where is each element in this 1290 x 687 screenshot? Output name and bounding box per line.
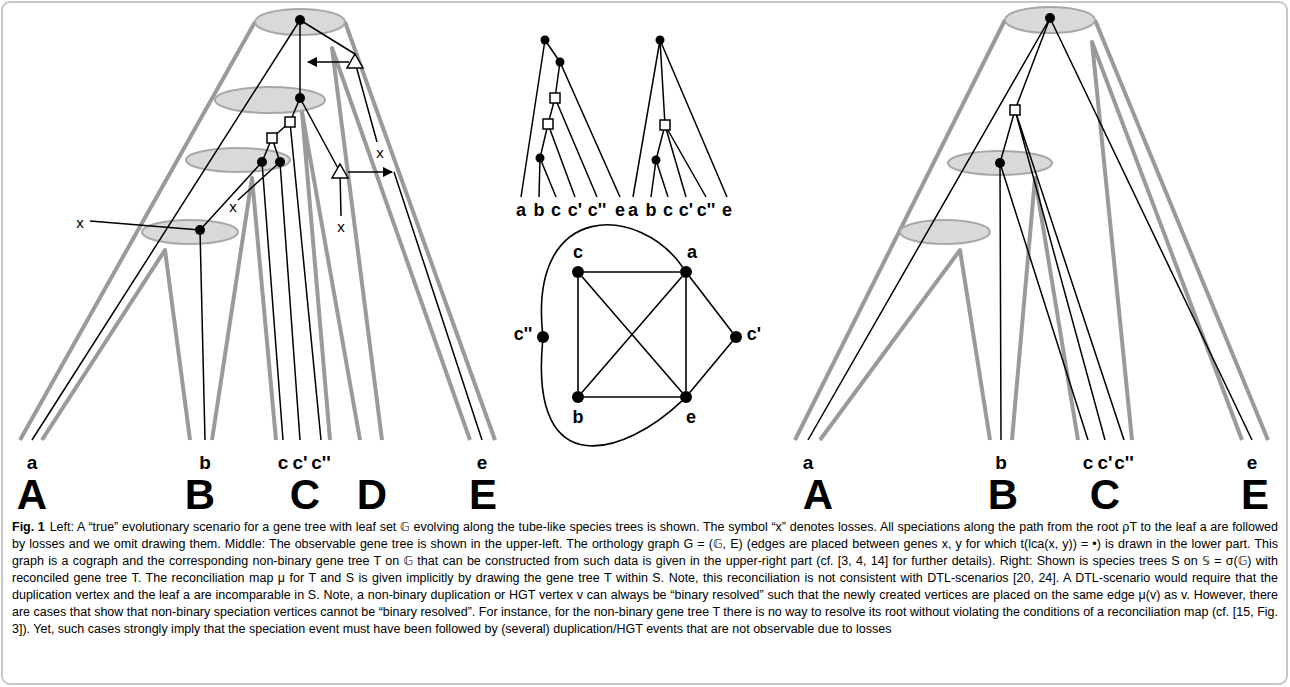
gene-label: c xyxy=(663,201,673,219)
gene-tree-branch xyxy=(633,40,727,197)
gene-label: c'' xyxy=(311,453,331,472)
orthology-edge xyxy=(690,342,732,393)
gene-label: c xyxy=(278,453,289,472)
speciation-dot xyxy=(295,15,305,25)
gene-label: a xyxy=(803,453,814,472)
gene-tree-branch xyxy=(808,18,1252,440)
speciation-dot xyxy=(995,158,1005,168)
speciation-dot xyxy=(1045,13,1055,23)
species-label: A xyxy=(803,474,833,516)
loss-mark: x xyxy=(76,215,84,230)
graph-vertex: c' xyxy=(730,331,742,343)
gene-label: e xyxy=(477,453,488,472)
duplication-square xyxy=(550,93,560,103)
speciation-dot xyxy=(295,93,305,103)
orthology-edge xyxy=(541,225,682,331)
duplication-square xyxy=(543,119,553,129)
species-label: B xyxy=(185,474,215,516)
gene-label: c' xyxy=(292,453,307,472)
species-label: A xyxy=(17,474,47,516)
gene-label: b xyxy=(534,201,545,219)
gene-label: c'' xyxy=(697,201,716,219)
graph-vertex: c'' xyxy=(537,331,549,343)
species-node xyxy=(215,87,325,113)
gene-label: c xyxy=(1083,453,1094,472)
gene-tree-branch xyxy=(32,20,482,440)
species-label: E xyxy=(1241,474,1269,516)
vertex-label: e xyxy=(686,408,696,426)
species-tube xyxy=(20,22,495,440)
speciation-dot xyxy=(536,154,545,163)
orthology-edge xyxy=(584,271,680,273)
graph-vertex: e xyxy=(680,391,692,403)
speciation-dot xyxy=(652,156,661,165)
speciation-dot xyxy=(541,36,550,45)
species-tube xyxy=(795,20,1268,440)
vertex-label: b xyxy=(573,408,584,426)
gene-label: a xyxy=(27,453,38,472)
transfer-arrow xyxy=(348,171,392,173)
gene-label: c' xyxy=(568,201,582,219)
gene-label: c' xyxy=(1097,453,1112,472)
gene-label: e xyxy=(615,201,625,219)
duplication-square xyxy=(1010,105,1020,115)
species-label: D xyxy=(357,474,387,516)
speciation-dot xyxy=(257,157,267,167)
loss-mark: x xyxy=(229,199,237,214)
gene-label: c'' xyxy=(588,201,607,219)
species-label: B xyxy=(988,474,1018,516)
gene-label: a xyxy=(516,201,526,219)
gene-label: b xyxy=(646,201,657,219)
graph-vertex: b xyxy=(572,391,584,403)
orthology-edge xyxy=(577,278,579,391)
vertex-label: c'' xyxy=(514,325,533,343)
gene-label: c' xyxy=(679,201,693,219)
duplication-square xyxy=(285,117,295,127)
gene-label: c'' xyxy=(1114,453,1134,472)
orthology-edge xyxy=(584,396,680,398)
transfer-arrow xyxy=(308,61,349,63)
orthology-edge xyxy=(582,277,682,393)
hgt-triangle xyxy=(332,164,348,178)
vertex-label: c xyxy=(573,243,583,261)
gene-label: c xyxy=(551,201,561,219)
duplication-square xyxy=(660,120,670,130)
gene-label: b xyxy=(199,453,211,472)
orthology-edge xyxy=(685,278,687,391)
species-label: E xyxy=(469,474,497,516)
species-node xyxy=(142,220,238,244)
speciation-dot xyxy=(195,225,205,235)
duplication-square xyxy=(267,133,277,143)
species-node xyxy=(900,220,990,244)
species-node xyxy=(1005,7,1095,33)
figure-caption: Left: A “true” evolutionary scenario for… xyxy=(12,519,1278,638)
graph-vertex: a xyxy=(680,266,692,278)
gene-label: a xyxy=(628,201,638,219)
gene-label: b xyxy=(995,453,1007,472)
orthology-edge xyxy=(582,277,682,393)
speciation-dot xyxy=(556,58,565,67)
figure-number: Fig. 1 xyxy=(12,519,45,536)
loss-mark: x xyxy=(337,219,345,234)
hgt-triangle xyxy=(347,54,363,68)
species-node xyxy=(186,148,290,172)
species-label: C xyxy=(1090,474,1120,516)
orthology-edge xyxy=(690,277,733,332)
species-label: C xyxy=(290,474,320,516)
loss-mark: x xyxy=(376,145,384,160)
vertex-label: c' xyxy=(747,325,761,343)
speciation-dot xyxy=(275,157,285,167)
gene-tree-branch xyxy=(521,40,620,197)
vertex-label: a xyxy=(687,243,697,261)
gene-label: e xyxy=(1247,453,1258,472)
orthology-edge xyxy=(541,343,681,446)
graph-vertex: c xyxy=(572,266,584,278)
gene-label: e xyxy=(722,201,732,219)
speciation-dot xyxy=(656,36,665,45)
